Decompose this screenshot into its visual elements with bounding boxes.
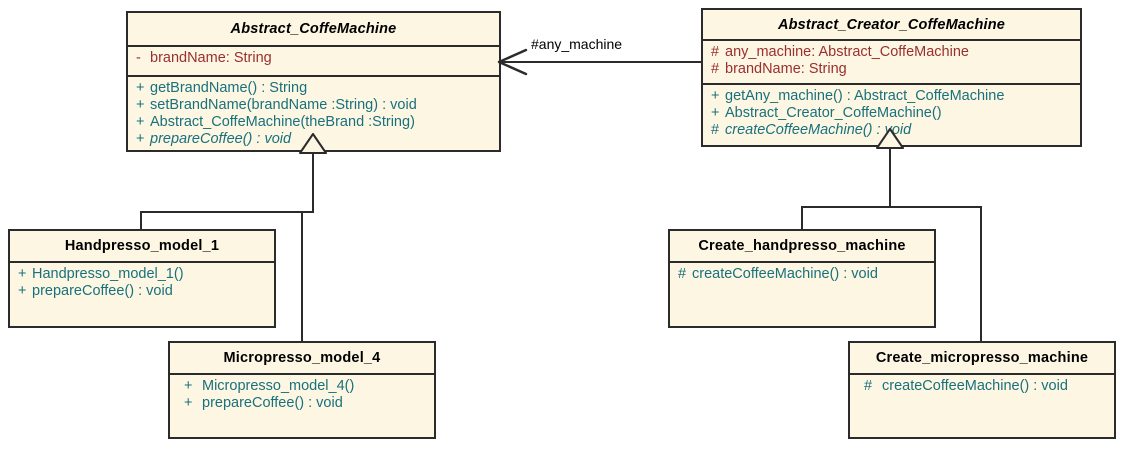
operation-text: Abstract_Creator_CoffeMachine() [725,105,942,121]
operation-row: + prepareCoffee() : void [128,131,499,148]
class-name-abstract-creator-coffemachine: Abstract_Creator_CoffeMachine [703,10,1080,41]
visibility-marker: - [136,50,141,66]
class-box-create-micropresso-machine[interactable]: Create_micropresso_machine # createCoffe… [848,341,1116,439]
operations-compartment-abstract-creator-coffemachine: + getAny_machine() : Abstract_CoffeMachi… [703,85,1080,142]
visibility-marker: + [18,266,27,282]
generalization-left-stem [312,151,314,213]
visibility-marker: + [184,395,193,411]
generalization-left-branch-micropresso [301,211,303,342]
operation-row: + getAny_machine() : Abstract_CoffeMachi… [703,88,1080,105]
operation-text: Abstract_CoffeMachine(theBrand :String) [150,114,415,130]
generalization-right-stem [889,146,891,208]
class-box-create-handpresso-machine[interactable]: Create_handpresso_machine # createCoffee… [668,229,936,328]
class-name-micropresso-model-4: Micropresso_model_4 [170,343,434,375]
visibility-marker: + [711,88,720,104]
association-open-arrowhead [497,48,528,76]
generalization-triangle-left [299,133,327,154]
operation-text: getAny_machine() : Abstract_CoffeMachine [725,88,1005,104]
generalization-right-branch-create-micropresso [980,206,982,342]
class-name-abstract-coffemachine: Abstract_CoffeMachine [128,13,499,47]
operation-row: + Micropresso_model_4() [170,378,434,395]
visibility-marker: # [678,266,687,282]
operations-compartment-create-handpresso-machine: # createCoffeeMachine() : void [670,263,934,286]
visibility-marker: # [864,378,873,394]
class-box-micropresso-model-4[interactable]: Micropresso_model_4 + Micropresso_model_… [168,341,436,439]
class-name-create-handpresso-machine: Create_handpresso_machine [670,231,934,263]
operation-row: + Handpresso_model_1() [10,266,274,283]
class-box-abstract-creator-coffemachine[interactable]: Abstract_Creator_CoffeMachine # any_mach… [701,8,1082,147]
operation-text: prepareCoffee() : void [202,395,343,411]
operations-compartment-abstract-coffemachine: + getBrandName() : String + setBrandName… [128,77,499,151]
attribute-row: - brandName: String [128,50,499,67]
operation-text: Micropresso_model_4() [202,378,355,394]
operation-row: + Abstract_Creator_CoffeMachine() [703,105,1080,122]
operation-text: setBrandName(brandName :String) : void [150,97,417,113]
visibility-marker: + [136,97,145,113]
visibility-marker: # [711,122,720,138]
generalization-left-crossbar [140,211,314,213]
visibility-marker: + [18,283,27,299]
attributes-compartment-abstract-coffemachine: - brandName: String [128,47,499,77]
operation-text: prepareCoffee() : void [150,131,292,147]
operation-text: Handpresso_model_1() [32,266,184,282]
operations-compartment-handpresso-model-1: + Handpresso_model_1() + prepareCoffee()… [10,263,274,303]
generalization-left-branch-handpresso [140,211,142,231]
attribute-text: brandName: String [150,50,272,66]
class-name-create-micropresso-machine: Create_micropresso_machine [850,343,1114,375]
operation-row: # createCoffeeMachine() : void [850,378,1114,395]
visibility-marker: # [711,61,720,77]
operations-compartment-create-micropresso-machine: # createCoffeeMachine() : void [850,375,1114,398]
operation-row: + setBrandName(brandName :String) : void [128,97,499,114]
attribute-text: brandName: String [725,61,847,77]
operation-row: # createCoffeeMachine() : void [703,122,1080,139]
operation-text: createCoffeeMachine() : void [725,122,912,138]
attribute-row: # brandName: String [703,61,1080,78]
operation-row: # createCoffeeMachine() : void [670,266,934,283]
visibility-marker: + [136,80,145,96]
operation-row: + prepareCoffee() : void [10,283,274,300]
visibility-marker: + [184,378,193,394]
class-box-abstract-coffemachine[interactable]: Abstract_CoffeMachine - brandName: Strin… [126,11,501,152]
visibility-marker: + [711,105,720,121]
attribute-text: any_machine: Abstract_CoffeMachine [725,44,969,60]
visibility-marker: # [711,44,720,60]
generalization-right-branch-create-handpresso [801,206,803,230]
class-box-handpresso-model-1[interactable]: Handpresso_model_1 + Handpresso_model_1(… [8,229,276,328]
operation-row: + prepareCoffee() : void [170,395,434,412]
operation-row: + Abstract_CoffeMachine(theBrand :String… [128,114,499,131]
operation-text: prepareCoffee() : void [32,283,173,299]
attributes-compartment-abstract-creator-coffemachine: # any_machine: Abstract_CoffeMachine # b… [703,41,1080,85]
generalization-right-crossbar [801,206,982,208]
operation-text: createCoffeeMachine() : void [882,378,1068,394]
attribute-row: # any_machine: Abstract_CoffeMachine [703,44,1080,61]
operations-compartment-micropresso-model-4: + Micropresso_model_4() + prepareCoffee(… [170,375,434,415]
class-name-handpresso-model-1: Handpresso_model_1 [10,231,274,263]
visibility-marker: + [136,131,145,147]
association-label: #any_machine [531,36,623,52]
generalization-triangle-right [876,128,904,149]
operation-row: + getBrandName() : String [128,80,499,97]
visibility-marker: + [136,114,145,130]
operation-text: createCoffeeMachine() : void [692,266,878,282]
operation-text: getBrandName() : String [150,80,308,96]
association-line [500,61,702,63]
